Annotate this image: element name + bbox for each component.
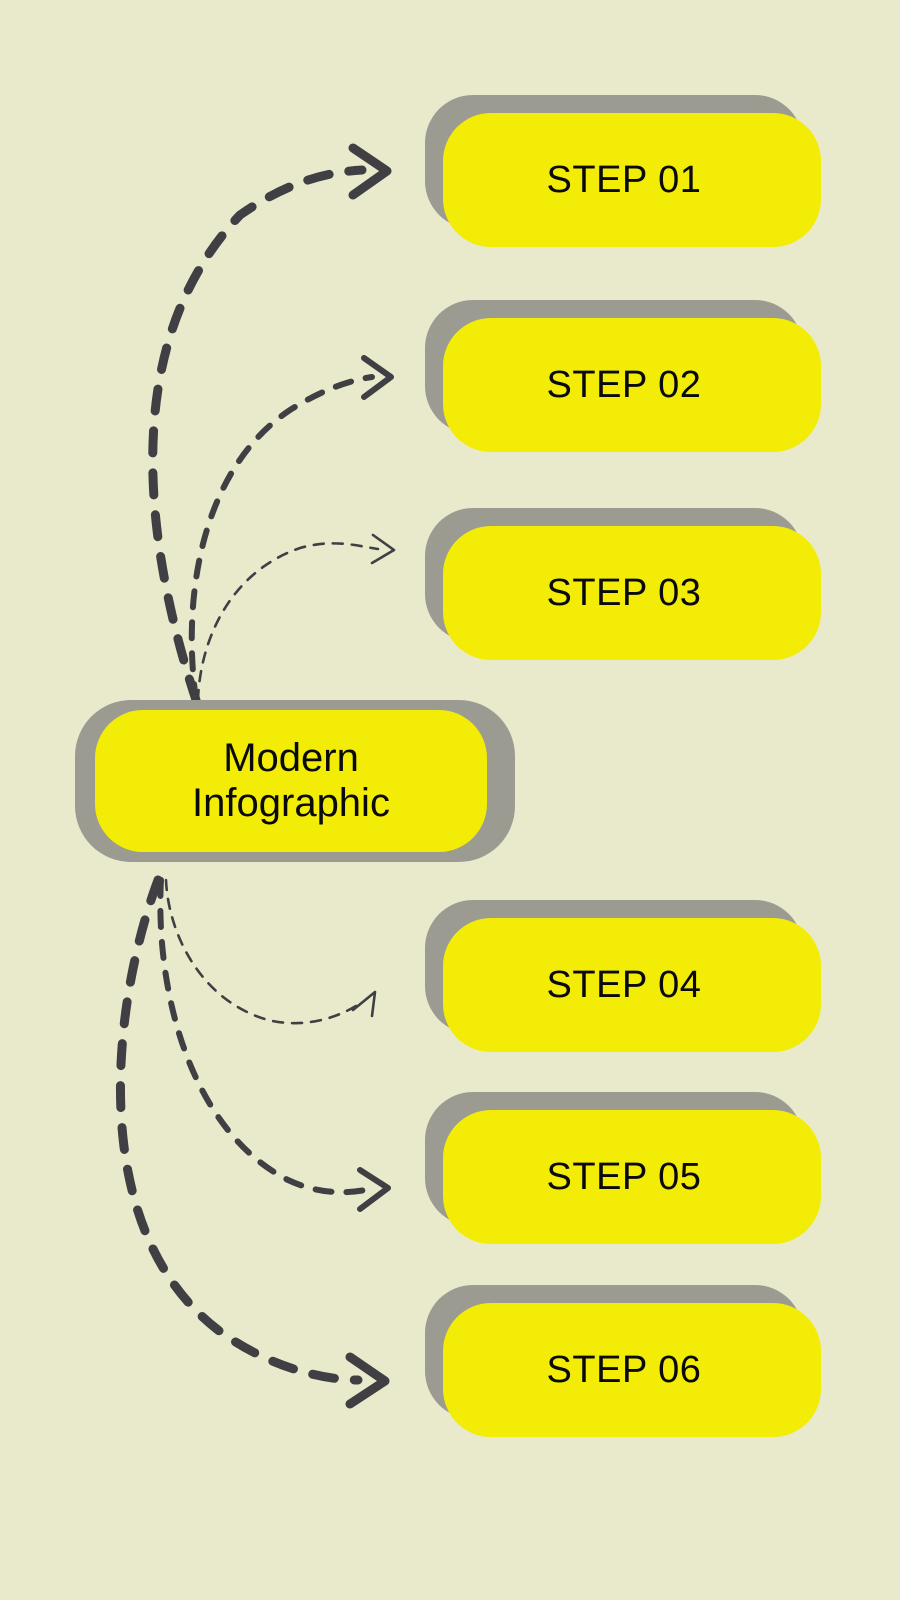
step-label: STEP 06 xyxy=(546,1348,702,1391)
step-label: STEP 04 xyxy=(546,963,702,1006)
connector-to-step-01 xyxy=(148,143,392,705)
step-box-face: STEP 03 xyxy=(443,526,821,660)
central-node-title-line-2: Infographic xyxy=(192,781,390,825)
step-box-02[interactable]: STEP 02 xyxy=(425,300,821,452)
connector-to-step-06 xyxy=(115,875,390,1409)
step-box-face: STEP 06 xyxy=(443,1303,821,1437)
step-box-06[interactable]: STEP 06 xyxy=(425,1285,821,1437)
step-box-03[interactable]: STEP 03 xyxy=(425,508,821,660)
central-node[interactable]: Modern Infographic xyxy=(75,700,515,862)
step-box-01[interactable]: STEP 01 xyxy=(425,95,821,247)
step-box-04[interactable]: STEP 04 xyxy=(425,900,821,1052)
step-box-05[interactable]: STEP 05 xyxy=(425,1092,821,1244)
connector-to-step-05 xyxy=(157,877,391,1212)
step-label: STEP 02 xyxy=(546,363,702,406)
central-node-face: Modern Infographic xyxy=(95,710,487,852)
step-box-face: STEP 05 xyxy=(443,1110,821,1244)
step-label: STEP 05 xyxy=(546,1155,702,1198)
step-label: STEP 03 xyxy=(546,571,702,614)
step-box-face: STEP 04 xyxy=(443,918,821,1052)
connector-to-step-03 xyxy=(196,533,396,702)
central-node-title-line-1: Modern xyxy=(223,736,359,781)
step-box-face: STEP 02 xyxy=(443,318,821,452)
step-label: STEP 01 xyxy=(546,158,702,201)
step-box-face: STEP 01 xyxy=(443,113,821,247)
connector-to-step-04 xyxy=(164,878,377,1025)
connector-to-step-02 xyxy=(188,355,394,703)
